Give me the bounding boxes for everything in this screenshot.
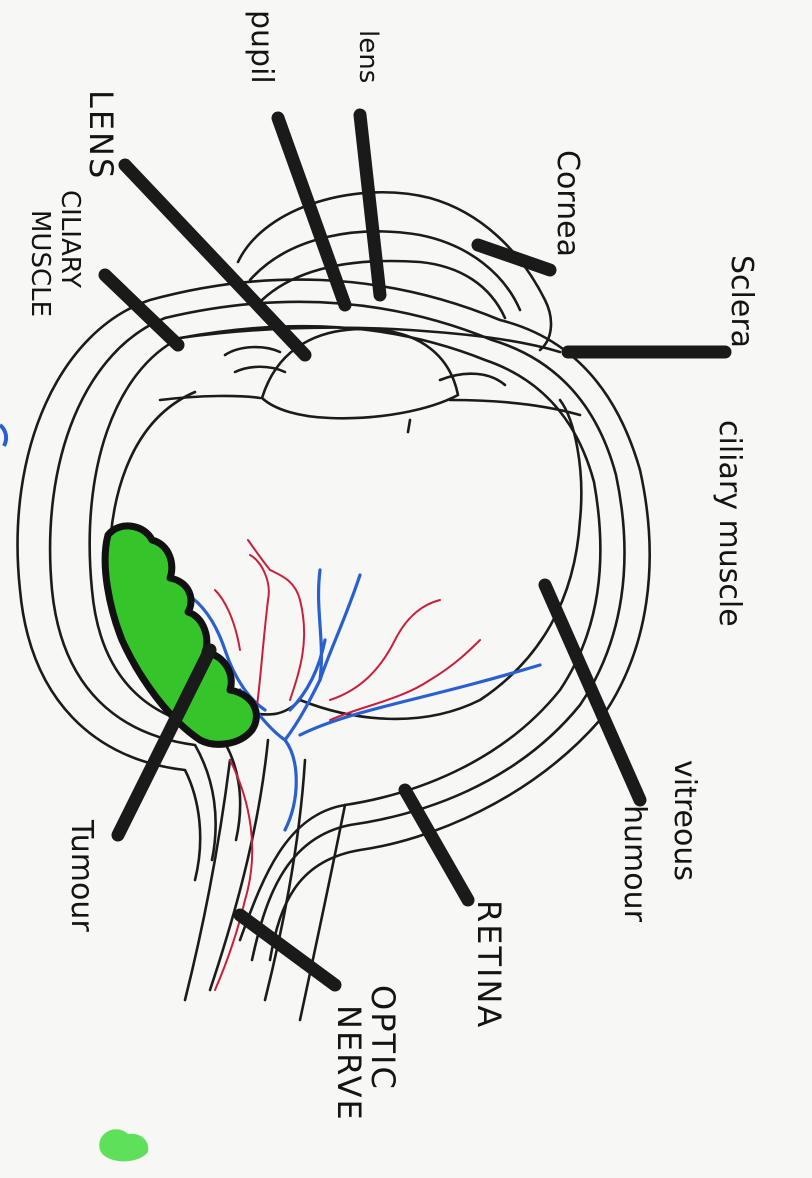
label-vitreous-2: humour [617,805,652,923]
label-optic-1: OPTIC [364,985,402,1091]
label-ciliary-right: ciliary muscle [712,420,747,627]
label-ciliary-left-1: CILIARY [55,190,85,288]
label-retina: RETINA [470,900,508,1029]
label-sclera: Sclera [724,255,759,348]
label-cornea: Cornea [550,150,585,257]
label-tumour: Tumour [64,819,99,932]
label-optic-2: NERVE [330,1005,368,1122]
label-lens-side: LENS [82,90,120,180]
label-lens-top: lens [353,30,383,83]
label-pupil: pupil [244,10,279,84]
label-vitreous-1: vitreous [667,760,702,881]
label-ciliary-left-2: MUSCLE [25,210,55,317]
